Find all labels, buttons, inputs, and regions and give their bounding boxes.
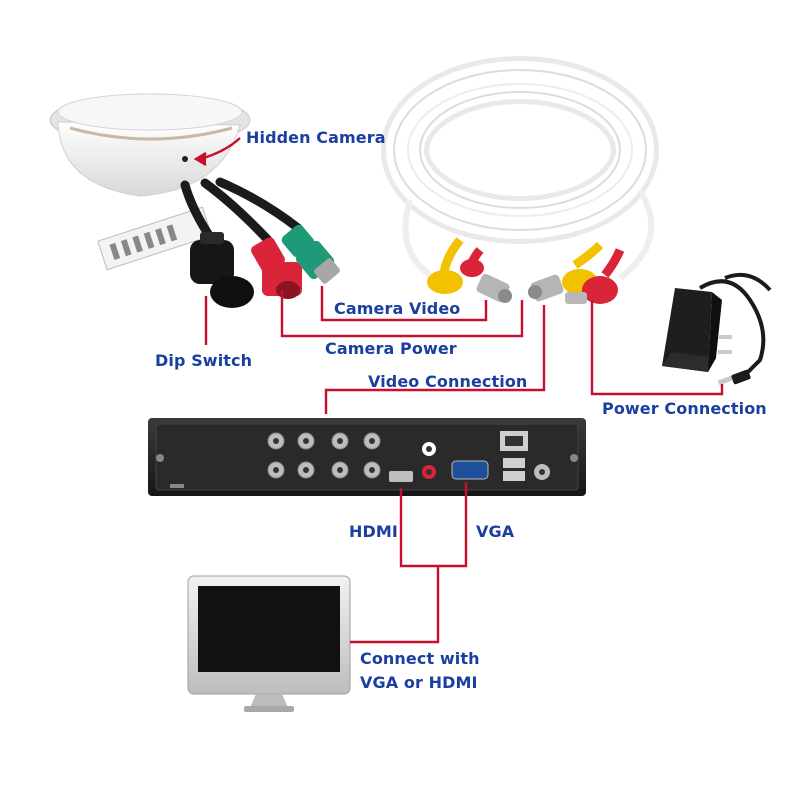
leader-lines (193, 137, 724, 644)
camera-video-label: Camera Video (334, 299, 461, 318)
dvr-recorder (148, 418, 586, 496)
dip-switch-label: Dip Switch (155, 351, 253, 370)
power-adapter (662, 273, 772, 386)
connect-label-line1: Connect with (360, 649, 480, 668)
monitor (187, 575, 351, 712)
video-connection-label: Video Connection (368, 372, 528, 391)
camera-unit (49, 93, 340, 308)
camera-power-label: Camera Power (325, 339, 457, 358)
power-connection-label: Power Connection (602, 399, 767, 418)
camera-lens-icon (182, 156, 188, 162)
hdmi-label: HDMI (349, 522, 398, 541)
vga-label: VGA (476, 522, 515, 541)
cable-coil (381, 56, 659, 304)
hidden-camera-label: Hidden Camera (246, 128, 386, 147)
connect-label-line2: VGA or HDMI (360, 673, 478, 692)
